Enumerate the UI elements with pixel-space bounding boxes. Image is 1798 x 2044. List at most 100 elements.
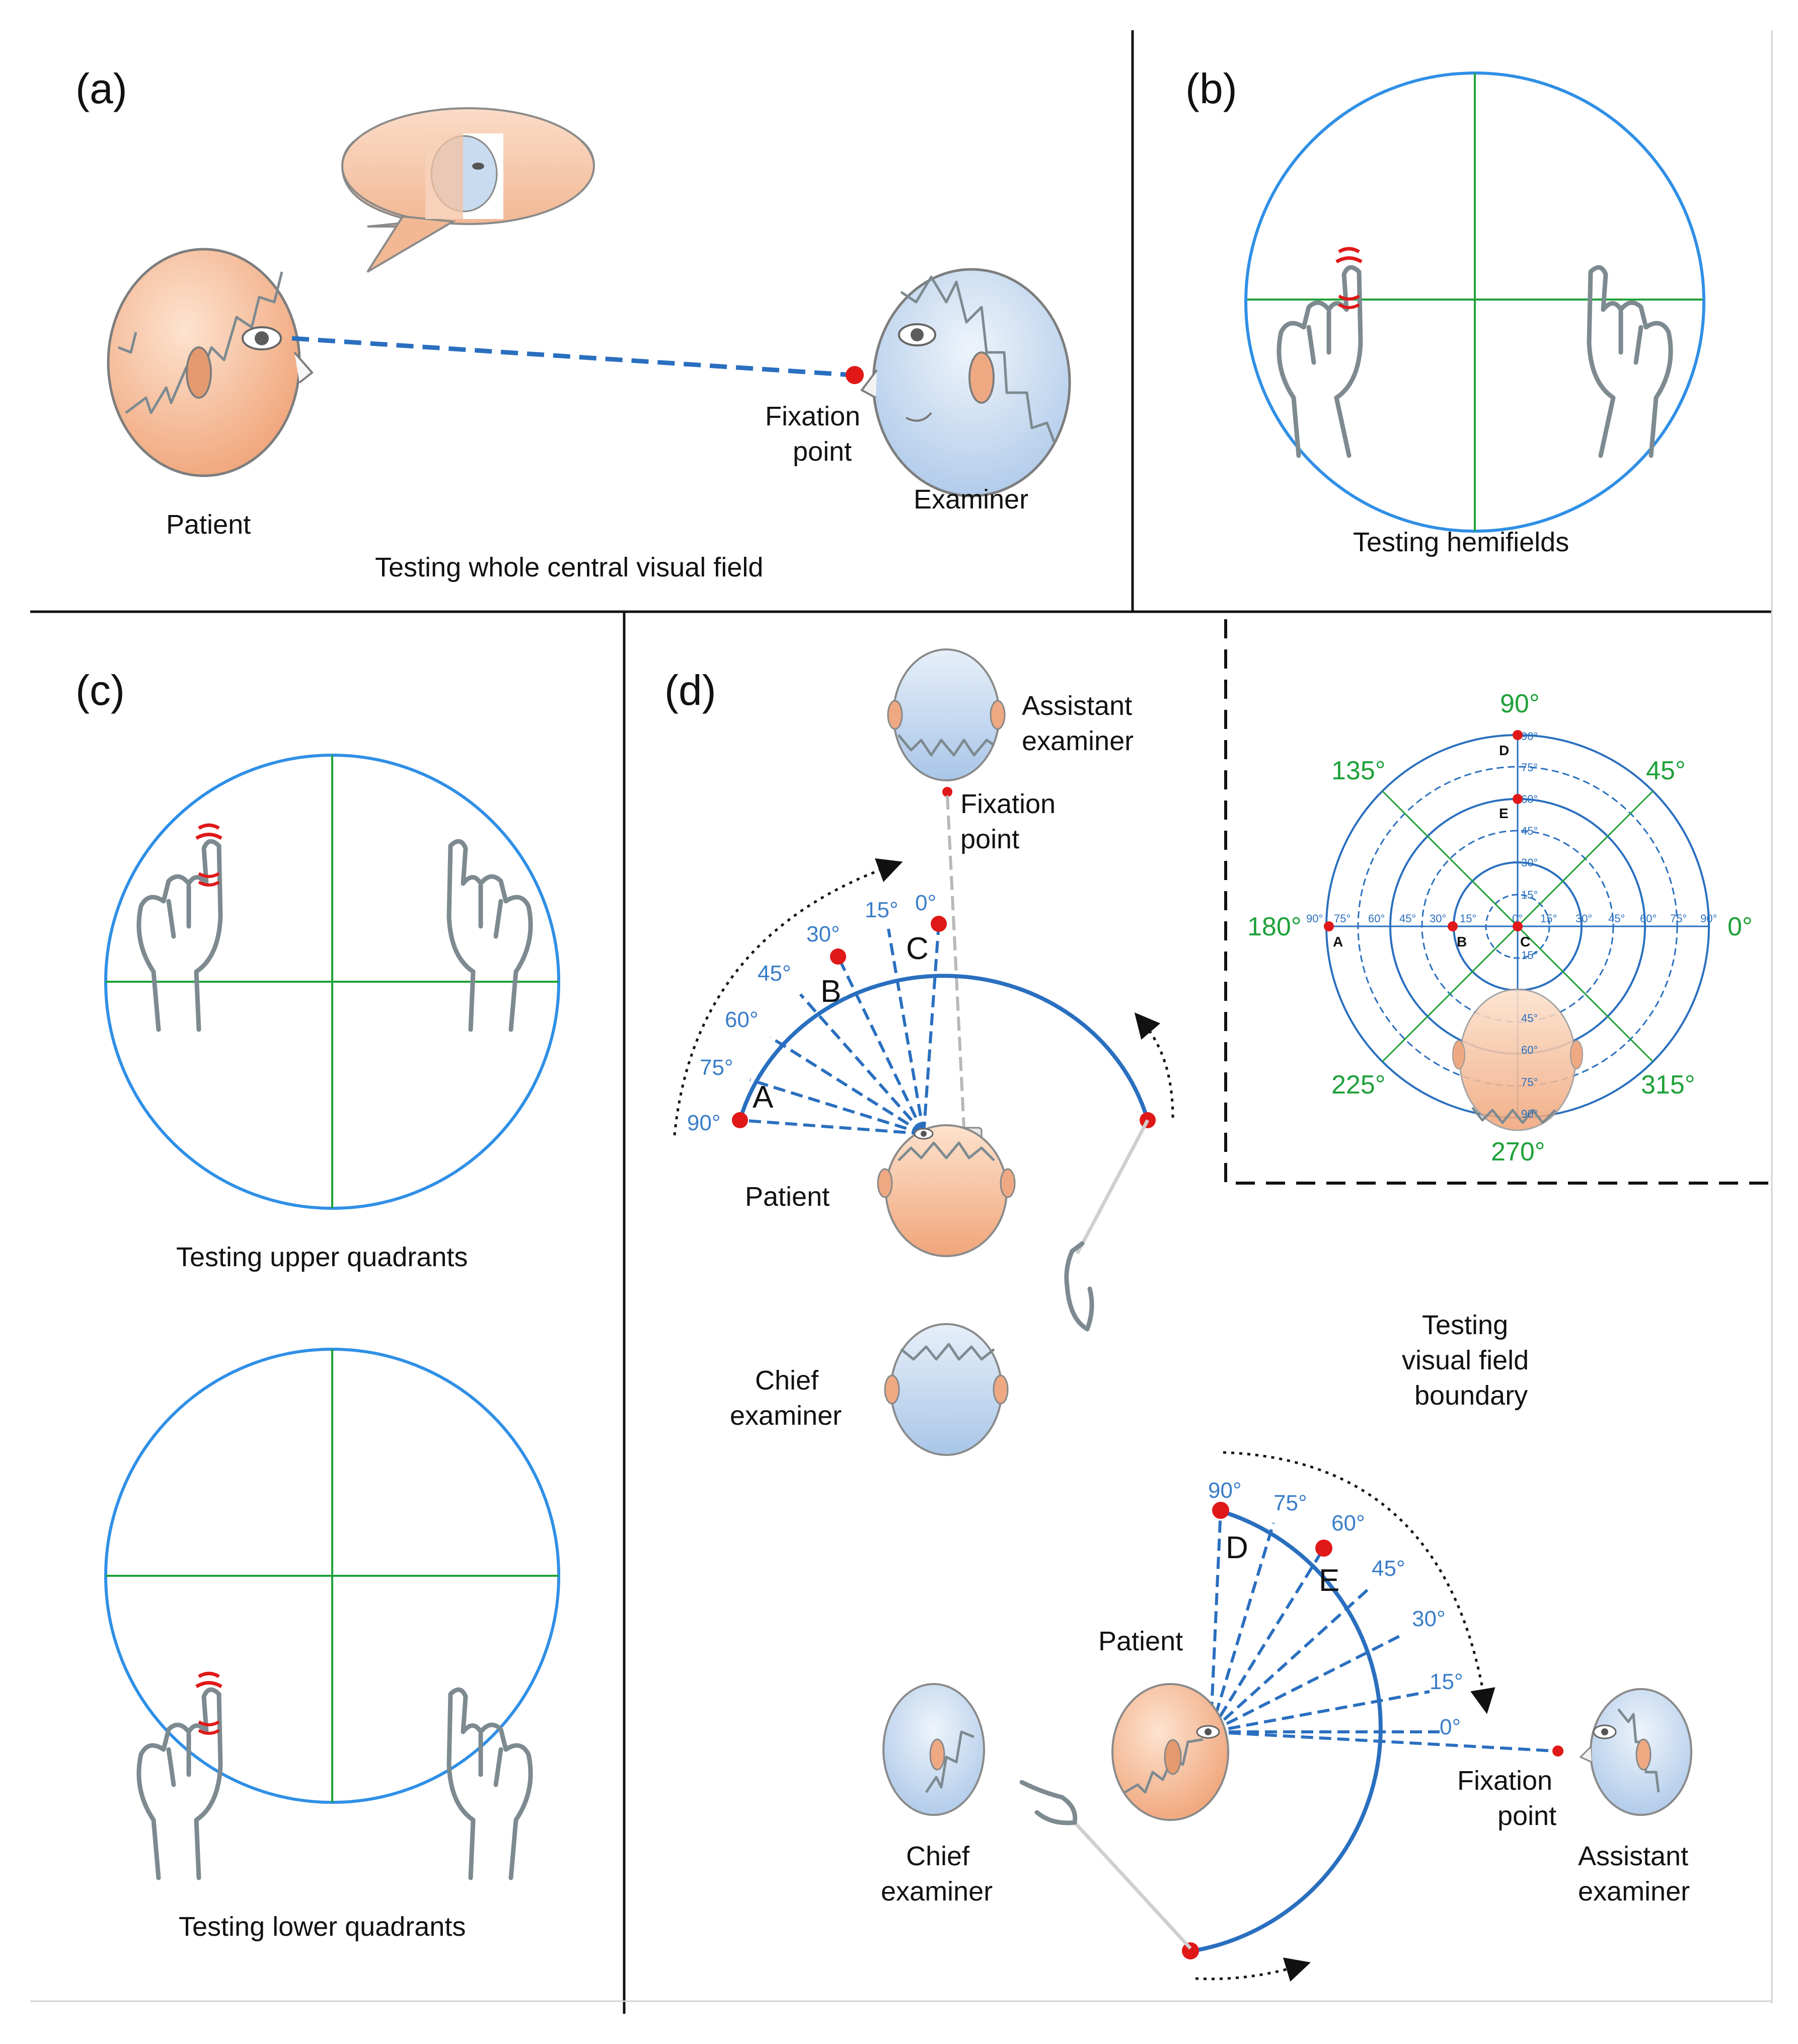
compass-90: 90° bbox=[1500, 689, 1540, 718]
panel-a: (a) Patient Fixation point bbox=[76, 65, 1071, 582]
horiz-right-0: 0° bbox=[1512, 912, 1523, 925]
ring-up-45: 45° bbox=[1521, 825, 1538, 837]
ring-down-60: 60° bbox=[1521, 1044, 1538, 1056]
chief-examiner-head-top: Chief examiner bbox=[730, 1323, 1009, 1456]
side-deg-30: 30° bbox=[1412, 1607, 1446, 1631]
point-b-label: B bbox=[820, 974, 841, 1009]
side-fixation-label-1: Fixation bbox=[1457, 1766, 1552, 1796]
ring-up-75: 75° bbox=[1521, 761, 1538, 774]
side-pointer-rod bbox=[1073, 1821, 1192, 1950]
patient-top-label: Patient bbox=[745, 1182, 830, 1212]
polar-point-d: D bbox=[1499, 743, 1509, 758]
fixation-label-1: Fixation bbox=[765, 401, 860, 431]
horiz-right-90: 90° bbox=[1700, 912, 1717, 925]
thought-bubble bbox=[341, 107, 595, 273]
patient-head-top: Patient bbox=[745, 1124, 1016, 1257]
upper-left-hand-icon bbox=[136, 823, 223, 1032]
side-patient-label: Patient bbox=[1098, 1626, 1183, 1656]
horiz-left-90: 90° bbox=[1306, 912, 1323, 925]
panel-c: (c) Testing upper quadrants bbox=[76, 667, 560, 1942]
side-ray-5 bbox=[1210, 1690, 1430, 1733]
top-deg-0: 0° bbox=[915, 891, 936, 915]
polar-point-b: B bbox=[1457, 934, 1467, 950]
side-arc-rays bbox=[1209, 1510, 1440, 1733]
top-ray-3 bbox=[799, 993, 925, 1135]
assistant-label-2: examiner bbox=[1022, 726, 1134, 756]
fixation-top-label-2: point bbox=[960, 824, 1019, 854]
panel-dividers bbox=[30, 30, 1773, 2014]
assistant-label-1: Assistant bbox=[1022, 691, 1132, 721]
polar-point-e: E bbox=[1499, 806, 1509, 821]
point-d-label: D bbox=[1226, 1530, 1248, 1565]
horiz-right-30: 30° bbox=[1576, 912, 1592, 925]
fixation-point-top bbox=[942, 787, 952, 797]
side-assistant-label-2: examiner bbox=[1578, 1876, 1690, 1907]
top-ray-4 bbox=[769, 1036, 925, 1135]
side-chief-label-1: Chief bbox=[906, 1841, 970, 1871]
side-arc-end-marker bbox=[1182, 1942, 1199, 1959]
compass-0: 0° bbox=[1728, 912, 1753, 941]
compass-135: 135° bbox=[1331, 756, 1386, 785]
side-deg-45: 45° bbox=[1372, 1556, 1405, 1581]
side-ray-1 bbox=[1209, 1522, 1275, 1732]
boundary-label-3: boundary bbox=[1414, 1380, 1528, 1411]
horiz-left-15: 15° bbox=[1460, 912, 1476, 925]
horiz-right-75: 75° bbox=[1670, 912, 1687, 925]
horiz-left-30: 30° bbox=[1430, 912, 1446, 925]
side-ray-3 bbox=[1209, 1587, 1371, 1733]
pointing-hand-icon bbox=[1064, 1241, 1094, 1332]
ring-up-60: 60° bbox=[1521, 793, 1538, 806]
left-hand-icon bbox=[1277, 247, 1363, 458]
side-sweep-arrow-top bbox=[1223, 1451, 1495, 1714]
fixation-label-2: point bbox=[793, 436, 852, 467]
top-ray-2 bbox=[837, 956, 925, 1135]
compass-45: 45° bbox=[1646, 756, 1686, 785]
point-c-label: C bbox=[906, 931, 929, 966]
ring-down-15: 15° bbox=[1521, 949, 1538, 962]
point-c-marker bbox=[931, 916, 947, 932]
horiz-left-60: 60° bbox=[1368, 912, 1385, 925]
side-assistant-label-1: Assistant bbox=[1578, 1841, 1688, 1871]
examiner-head: Examiner bbox=[860, 268, 1071, 515]
polar-point-a: A bbox=[1333, 934, 1343, 950]
boundary-label-2: visual field bbox=[1402, 1345, 1529, 1375]
horiz-right-45: 45° bbox=[1608, 912, 1625, 925]
ring-up-90: 90° bbox=[1521, 730, 1538, 743]
panel-b-label: (b) bbox=[1185, 65, 1237, 112]
point-d-marker bbox=[1212, 1502, 1229, 1519]
examiner-label: Examiner bbox=[914, 484, 1028, 515]
ring-up-30: 30° bbox=[1521, 856, 1538, 869]
compass-225: 225° bbox=[1331, 1070, 1386, 1100]
upper-quadrants-caption: Testing upper quadrants bbox=[176, 1242, 468, 1272]
compass-180: 180° bbox=[1247, 912, 1302, 941]
sweep-arrow-right bbox=[1134, 1012, 1174, 1118]
panel-b: (b) Testing hemifields bbox=[1185, 65, 1705, 557]
chief-label-1: Chief bbox=[755, 1365, 819, 1396]
fixation-point-marker bbox=[846, 366, 864, 384]
side-deg-75: 75° bbox=[1273, 1491, 1307, 1515]
side-deg-90: 90° bbox=[1208, 1478, 1242, 1503]
sight-line bbox=[291, 336, 854, 378]
side-deg-60: 60° bbox=[1331, 1511, 1365, 1536]
inset-frame bbox=[1224, 619, 1769, 1185]
ring-down-75: 75° bbox=[1521, 1076, 1538, 1088]
panel-a-caption: Testing whole central visual field bbox=[375, 552, 763, 582]
assistant-examiner-head-top: Assistant examiner bbox=[887, 648, 1134, 781]
horiz-left-45: 45° bbox=[1399, 912, 1416, 925]
polar-point-c: C bbox=[1520, 934, 1530, 950]
point-a-label: A bbox=[753, 1080, 774, 1115]
boundary-label-1: Testing bbox=[1422, 1310, 1508, 1340]
side-sweep-arrow-bottom bbox=[1195, 1957, 1311, 1982]
panel-b-caption: Testing hemifields bbox=[1353, 527, 1569, 557]
horiz-left-75: 75° bbox=[1334, 912, 1351, 925]
lower-left-hand-icon bbox=[136, 1671, 223, 1880]
top-deg-90: 90° bbox=[687, 1111, 721, 1135]
patient-head: Patient bbox=[107, 248, 314, 540]
top-arc-rays bbox=[739, 923, 940, 1135]
polar-inset: 90° 45° 0° 315° 270° 225° 180° 135° 90° … bbox=[1224, 619, 1769, 1185]
point-e-marker bbox=[1315, 1540, 1332, 1557]
chief-label-2: examiner bbox=[730, 1401, 842, 1431]
pointer-rod bbox=[1075, 1119, 1150, 1255]
panel-a-label: (a) bbox=[76, 65, 127, 112]
